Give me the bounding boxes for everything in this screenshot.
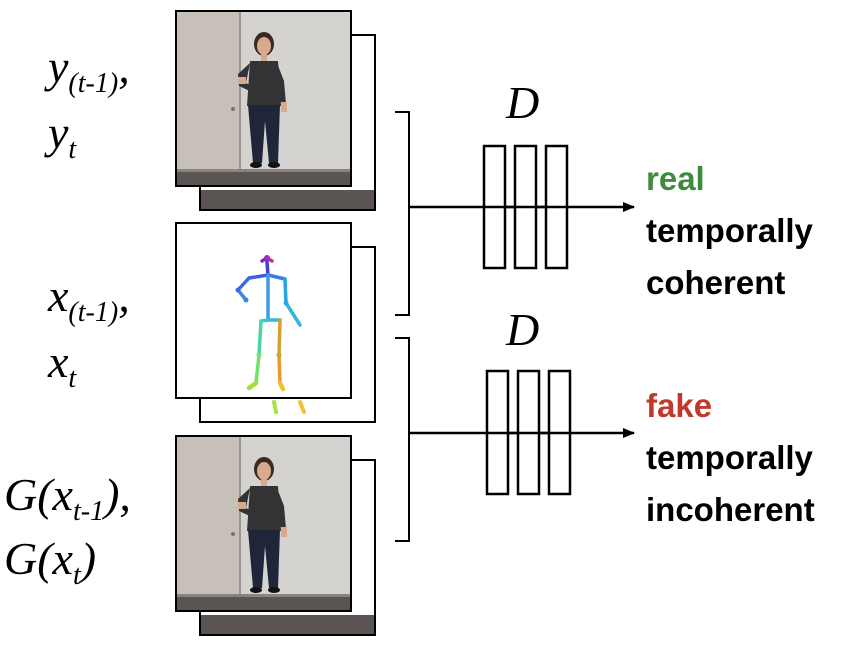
photo-of-person-standing — [176, 11, 351, 186]
svg-text:xt: xt — [47, 336, 77, 394]
photo-front-frame — [175, 435, 352, 612]
discriminator-label: D — [505, 77, 539, 128]
svg-text:x(t-1),: x(t-1), — [47, 270, 130, 328]
discriminator-label: D — [505, 304, 539, 355]
svg-text:G(xt): G(xt) — [4, 533, 96, 591]
bracket-fake-pair — [395, 337, 410, 542]
pose-skeleton-stick-figure — [235, 255, 302, 392]
output-real: real temporally coherent — [646, 160, 814, 301]
photo-front-frame — [175, 10, 352, 187]
output-line1: temporally — [646, 439, 814, 476]
output-line2: coherent — [646, 264, 785, 301]
label-g-group: G(xt-1), G(xt) — [4, 469, 131, 591]
label-y-group: y(t-1), yt — [44, 41, 130, 165]
output-fake: fake temporally incoherent — [646, 387, 815, 528]
discriminator-bottom: D — [409, 304, 635, 496]
bracket-real-pair — [395, 111, 410, 316]
output-line2: incoherent — [646, 491, 815, 528]
output-status-real: real — [646, 160, 705, 197]
svg-text:yt: yt — [44, 107, 77, 165]
skeleton-stack — [175, 222, 376, 423]
photo-stack-top — [175, 10, 376, 211]
photo-stack-bottom — [175, 435, 376, 636]
output-line1: temporally — [646, 212, 814, 249]
discriminator-top: D — [409, 77, 635, 270]
label-x-group: x(t-1), xt — [47, 270, 130, 394]
svg-text:y(t-1),: y(t-1), — [44, 41, 130, 99]
svg-text:G(xt-1),: G(xt-1), — [4, 469, 131, 527]
skeleton-front-frame — [175, 222, 352, 399]
output-status-fake: fake — [646, 387, 712, 424]
generated-photo-of-person — [176, 436, 351, 611]
